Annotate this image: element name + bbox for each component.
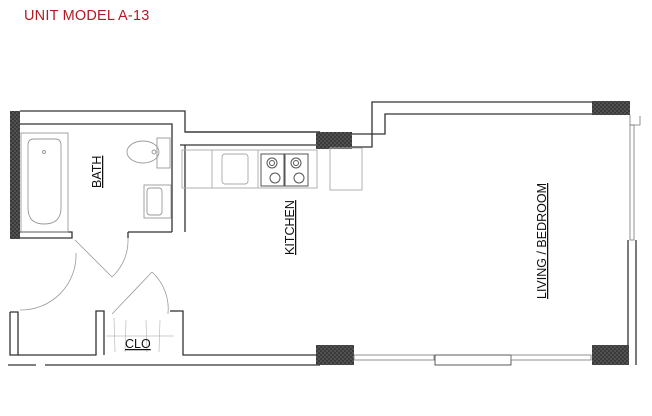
room-label-kitchen: KITCHEN <box>283 200 297 255</box>
room-label-bath: BATH <box>90 156 104 188</box>
room-label-living: LIVING / BEDROOM <box>535 183 549 299</box>
cooktop <box>260 153 309 187</box>
column <box>316 345 354 365</box>
refrigerator <box>329 147 363 191</box>
bottom-window <box>353 354 592 366</box>
bathtub <box>20 132 69 233</box>
column <box>316 132 352 149</box>
closet-shelf <box>106 317 174 353</box>
room-label-closet: CLO <box>125 337 151 351</box>
doors <box>19 237 169 315</box>
right-window <box>629 115 641 241</box>
kitchen-sink <box>221 153 249 185</box>
unit-model-title: UNIT MODEL A-13 <box>24 8 150 24</box>
column <box>592 101 630 115</box>
kitchen-counter <box>181 147 363 191</box>
toilet <box>126 137 171 169</box>
column <box>592 345 629 365</box>
walls <box>8 101 637 366</box>
column <box>10 111 20 239</box>
bathroom-sink <box>143 184 172 219</box>
